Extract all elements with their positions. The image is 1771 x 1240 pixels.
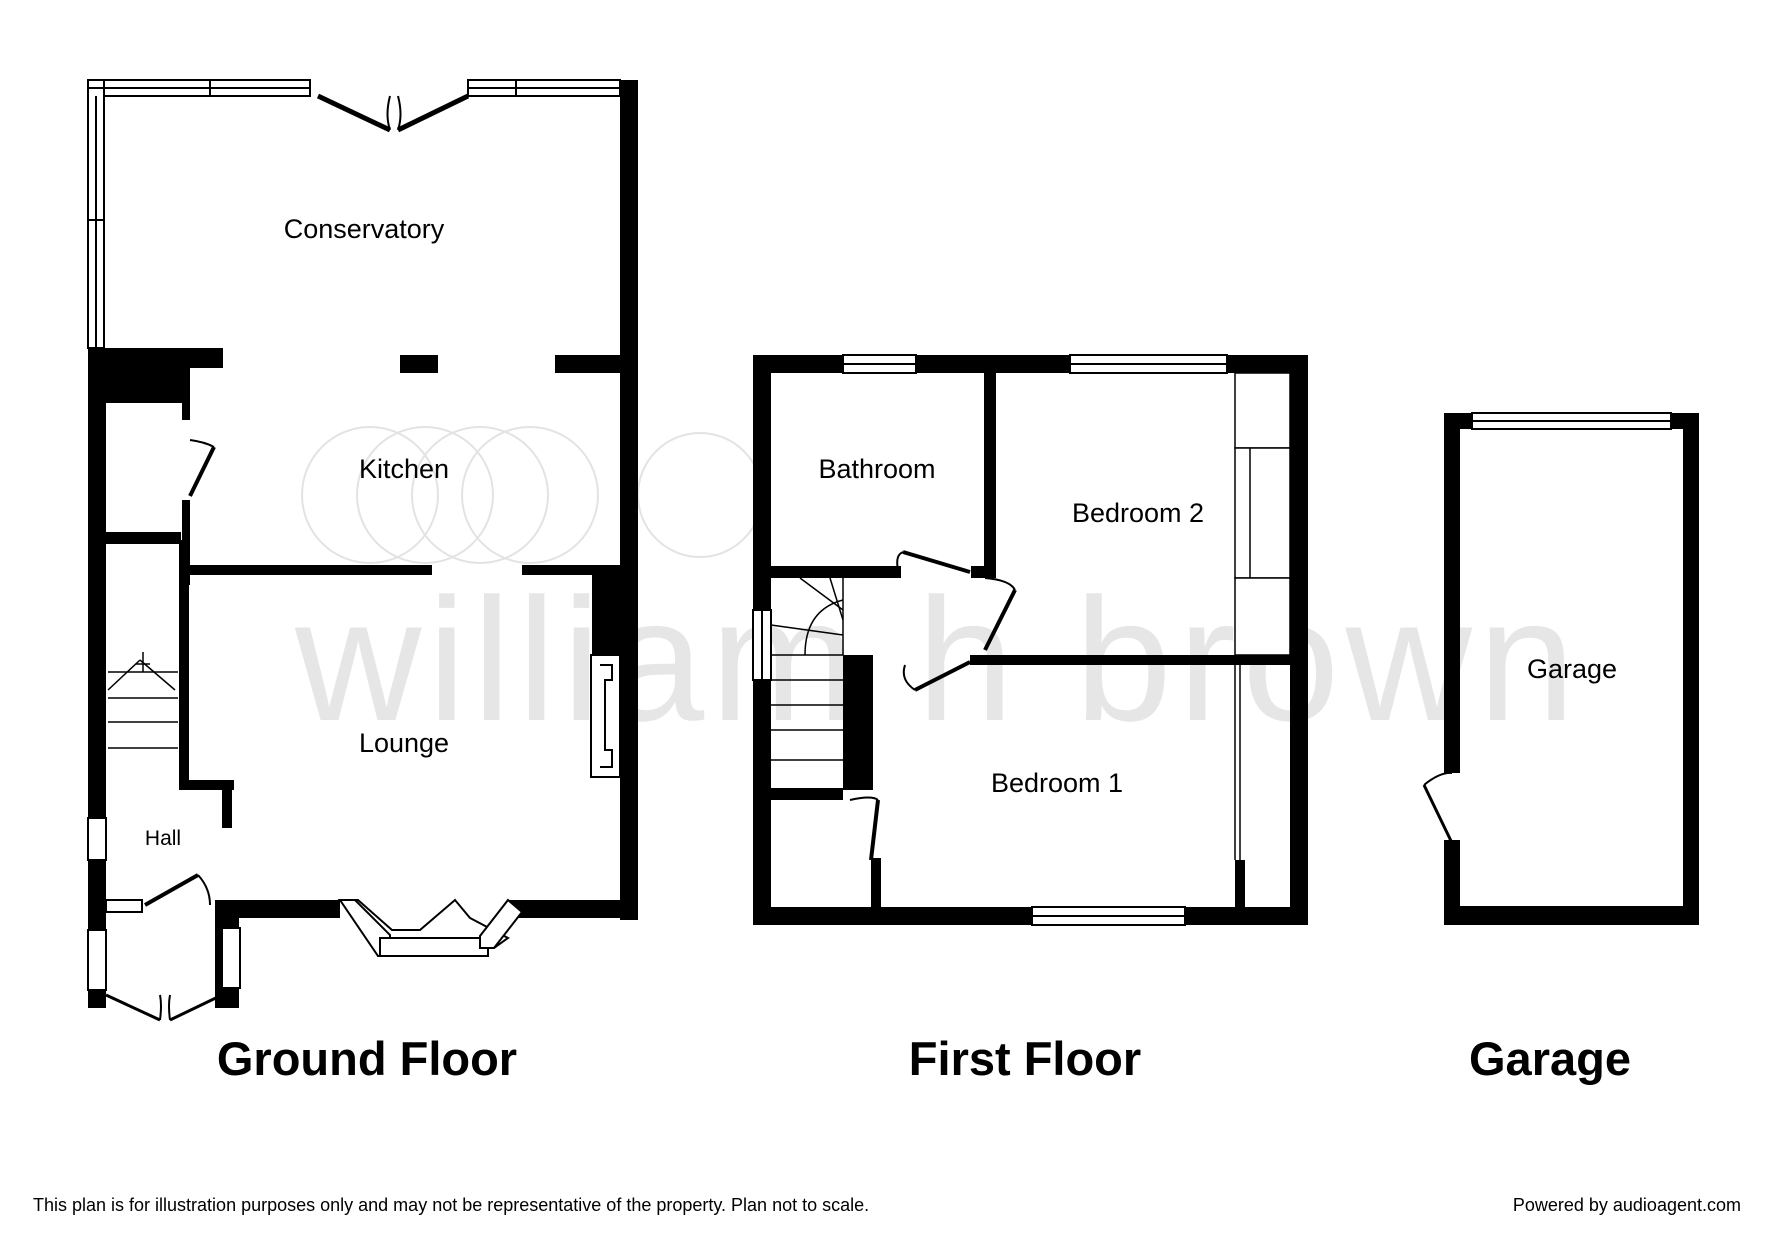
room-label-garage: Garage	[1527, 654, 1617, 684]
first-floor-windows	[752, 354, 1228, 926]
first-floor-plan: Bathroom Bedroom 2 Bedroom 1 First Floor	[752, 354, 1308, 1085]
garage-side-door	[1422, 771, 1454, 844]
ground-floor-plan: Conservatory Kitchen Lounge Hall Ground …	[87, 79, 638, 1085]
floor-title-garage: Garage	[1469, 1032, 1631, 1085]
room-label-bathroom: Bathroom	[818, 454, 935, 484]
bay-window	[337, 898, 524, 957]
hall-door	[144, 873, 211, 907]
first-floor-stairs	[770, 577, 844, 761]
garage-walls	[1444, 413, 1699, 925]
watermark-text: william h brown	[294, 563, 1581, 758]
room-label-bedroom-2: Bedroom 2	[1072, 498, 1204, 528]
room-label-bedroom-1: Bedroom 1	[991, 768, 1123, 798]
ground-floor-stairs	[107, 652, 178, 749]
room-label-kitchen: Kitchen	[359, 454, 449, 484]
conservatory-doors	[316, 93, 470, 133]
garage-door	[1471, 412, 1672, 430]
porch-doors	[105, 993, 223, 1022]
hall-windows	[87, 817, 241, 991]
room-label-hall: Hall	[145, 827, 181, 850]
first-floor-doors	[849, 550, 1017, 861]
powered-by-text: Powered by audioagent.com	[1512, 1195, 1741, 1215]
wardrobes	[1234, 372, 1291, 860]
floor-title-first: First Floor	[909, 1032, 1141, 1085]
kitchen-door	[188, 439, 216, 497]
room-label-lounge: Lounge	[359, 728, 449, 758]
fireplace	[590, 654, 621, 778]
garage-plan: Garage Garage	[1422, 412, 1699, 1085]
floor-title-ground: Ground Floor	[217, 1032, 517, 1085]
disclaimer-text: This plan is for illustration purposes o…	[33, 1195, 870, 1215]
watermark: william h brown	[294, 426, 1581, 758]
room-label-conservatory: Conservatory	[284, 214, 445, 244]
